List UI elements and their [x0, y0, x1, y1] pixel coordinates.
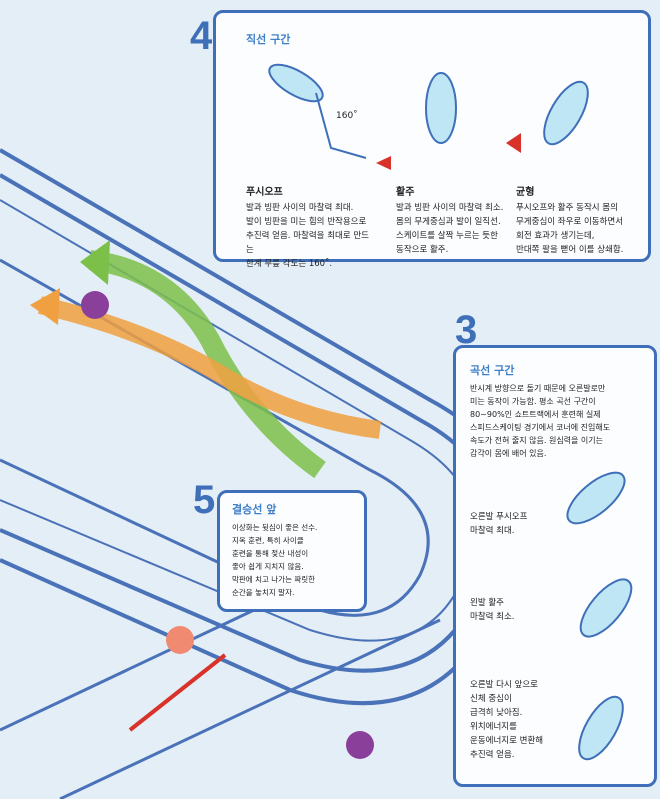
balance-column: 균형 푸시오프와 활주 동작시 몸의 무게중심이 좌우로 이동하면서 회전 효과…: [516, 183, 646, 257]
finish-line: [128, 653, 227, 732]
curve-skater-figures: [566, 471, 633, 761]
section-5-number: 5: [193, 478, 216, 522]
step-right-pushoff: 오른발 푸시오프 마찰력 최대.: [470, 512, 528, 536]
section-3-number: 3: [455, 308, 478, 352]
step-right-forward: 오른발 다시 앞으로 신체 중심이 급격히 낮아짐. 위치에너지를 운동에너지로…: [470, 680, 544, 760]
curve-text: 반시계 방향으로 돌기 때문에 오른발로만 미는 동작이 가능함. 평소 곡선 …: [470, 384, 611, 458]
pushoff-heading: 푸시오프: [246, 187, 283, 198]
pushoff-text: 발과 빙판 사이의 마찰력 최대. 발이 빙판을 미는 힘의 반작용으로 추진력…: [246, 203, 369, 269]
section-title: 직선 구간: [246, 33, 291, 46]
balance-heading: 균형: [516, 187, 535, 198]
skater-figures: 160˚: [268, 63, 589, 170]
angle-label: 160˚: [336, 110, 358, 121]
skater-purple-top: [81, 291, 109, 319]
section-4-number: 4: [190, 14, 213, 58]
glide-heading: 활주: [396, 187, 415, 198]
skater-orange: [166, 626, 194, 654]
skater-purple-bottom: [346, 731, 374, 759]
pushoff-column: 푸시오프 발과 빙판 사이의 마찰력 최대. 발이 빙판을 미는 힘의 반작용으…: [246, 183, 376, 271]
section-title: 곡선 구간: [470, 364, 515, 377]
finish-text: 이상화는 뒷심이 좋은 선수. 지옥 훈련, 특히 사이클 훈련을 통해 젖산 …: [232, 523, 318, 597]
orange-path-arrow: [38, 296, 382, 439]
section-title: 결승선 앞: [232, 503, 277, 516]
straight-section-box: 직선 구간 160˚ 푸시오프 발과 빙판 사이의 마찰력 최대. 발이 빙판을…: [213, 10, 651, 269]
glide-text: 발과 빙판 사이의 마찰력 최소. 몸의 무게중심과 발이 일직선. 스케이트를…: [396, 203, 504, 255]
balance-text: 푸시오프와 활주 동작시 몸의 무게중심이 좌우로 이동하면서 회전 효과가 생…: [516, 203, 624, 255]
finish-section-box: 결승선 앞 이상화는 뒷심이 좋은 선수. 지옥 훈련, 특히 사이클 훈련을 …: [217, 490, 367, 612]
glide-column: 활주 발과 빙판 사이의 마찰력 최소. 몸의 무게중심과 발이 일직선. 스케…: [396, 183, 526, 257]
step-left-glide: 왼발 활주 마찰력 최소.: [470, 598, 515, 622]
green-path-arrow: [88, 250, 326, 479]
curve-section-box: 곡선 구간 반시계 방향으로 돌기 때문에 오른발로만 미는 동작이 가능함. …: [453, 345, 657, 787]
